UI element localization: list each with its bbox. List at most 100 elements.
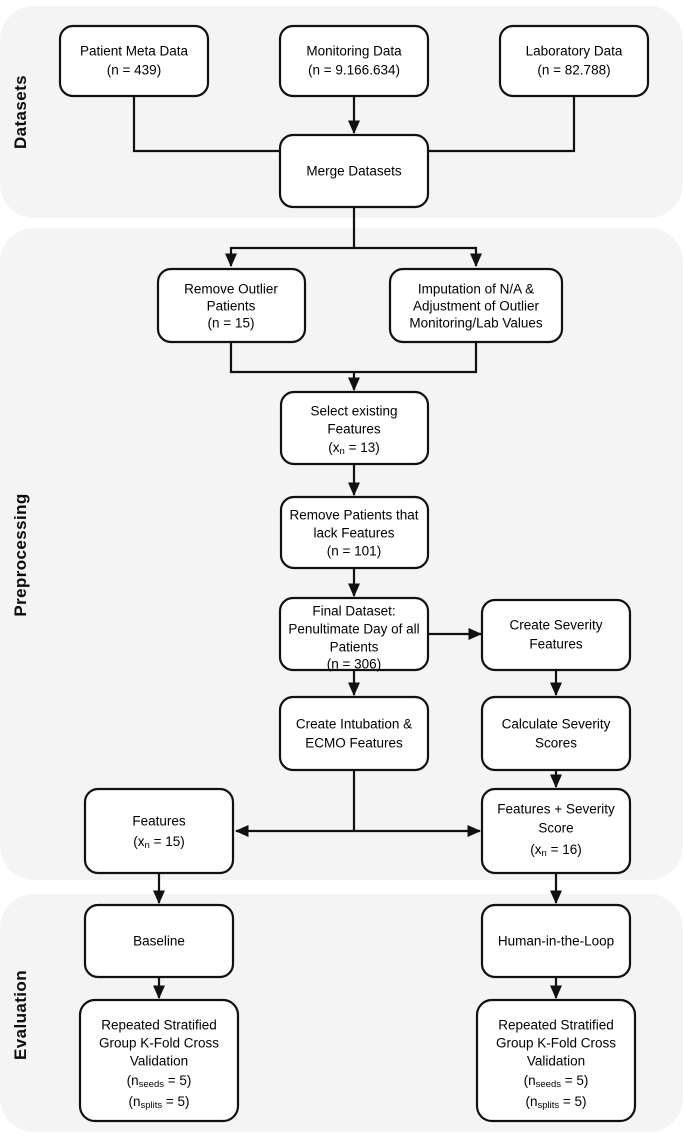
node-line: (n = 101) bbox=[327, 544, 381, 559]
node-features-plus-severity-score[interactable]: Features + Severity Score (xn = 16) bbox=[480, 787, 632, 875]
node-line-subscripted: (nseeds = 5) bbox=[127, 1073, 192, 1090]
section-label-datasets: Datasets bbox=[11, 75, 30, 149]
node-line-sub: n bbox=[542, 848, 547, 859]
node-line-subscripted: (xn = 13) bbox=[328, 440, 379, 457]
node-box[interactable] bbox=[480, 787, 632, 875]
node-line-subscripted: (nsplits = 5) bbox=[525, 1094, 586, 1111]
node-line: Select existing bbox=[310, 404, 397, 419]
node-line: Validation bbox=[130, 1054, 188, 1069]
node-line-pre: (n bbox=[525, 1094, 537, 1109]
node-box[interactable] bbox=[480, 695, 632, 772]
node-line: Group K-Fold Cross bbox=[99, 1036, 219, 1051]
node-laboratory-data[interactable]: Laboratory Data (n = 82.788) bbox=[498, 24, 650, 98]
node-box[interactable] bbox=[279, 495, 430, 570]
node-imputation-adjustment[interactable]: Imputation of N/A & Adjustment of Outlie… bbox=[388, 267, 564, 344]
node-cross-validation-baseline[interactable]: Repeated Stratified Group K-Fold Cross V… bbox=[78, 998, 240, 1123]
edge-imputation-to-join bbox=[354, 342, 478, 374]
node-line: (n = 82.788) bbox=[537, 63, 610, 78]
node-merge-datasets[interactable]: Merge Datasets bbox=[278, 133, 430, 209]
node-box[interactable] bbox=[156, 267, 307, 344]
node-box[interactable] bbox=[278, 596, 430, 672]
node-line: Validation bbox=[527, 1054, 585, 1069]
node-line: Adjustment of Outlier bbox=[413, 299, 540, 314]
section-label-evaluation: Evaluation bbox=[11, 970, 30, 1060]
node-box[interactable] bbox=[279, 390, 430, 466]
node-line-post: = 15) bbox=[150, 834, 185, 849]
node-line: (n = 15) bbox=[208, 316, 255, 331]
node-line: (n = 439) bbox=[107, 63, 161, 78]
node-line: Baseline bbox=[133, 934, 185, 949]
flow-edges bbox=[132, 96, 576, 1000]
edge-split-to-remove-outlier bbox=[224, 246, 354, 268]
node-line: Remove Patients that bbox=[289, 508, 418, 523]
node-line-pre: (n bbox=[524, 1073, 536, 1088]
node-box[interactable] bbox=[58, 24, 210, 98]
node-box[interactable] bbox=[480, 598, 632, 672]
node-box[interactable] bbox=[278, 133, 430, 209]
node-cross-validation-hitl[interactable]: Repeated Stratified Group K-Fold Cross V… bbox=[475, 998, 637, 1123]
node-line-post: = 13) bbox=[345, 440, 380, 455]
node-line: Monitoring Data bbox=[306, 44, 402, 59]
node-line: lack Features bbox=[313, 526, 394, 541]
node-line: Patients bbox=[330, 640, 379, 655]
node-line-subscripted: (nseeds = 5) bbox=[524, 1073, 589, 1090]
node-line-subscripted: (nsplits = 5) bbox=[128, 1094, 189, 1111]
node-line: Score bbox=[538, 821, 573, 836]
node-final-dataset[interactable]: Final Dataset: Penultimate Day of all Pa… bbox=[278, 596, 430, 672]
node-human-in-the-loop[interactable]: Human-in-the-Loop bbox=[480, 903, 632, 979]
node-line: Final Dataset: bbox=[312, 604, 395, 619]
node-box[interactable] bbox=[480, 903, 632, 979]
node-create-intubation-ecmo-features[interactable]: Create Intubation & ECMO Features bbox=[278, 695, 430, 772]
node-box[interactable] bbox=[78, 998, 240, 1123]
node-create-severity-features[interactable]: Create Severity Features bbox=[480, 598, 632, 672]
section-label-preprocessing: Preprocessing bbox=[11, 493, 30, 616]
node-line-sub: splits bbox=[140, 1100, 162, 1111]
node-line: Merge Datasets bbox=[306, 164, 402, 179]
node-box[interactable] bbox=[278, 24, 430, 98]
node-line: Remove Outlier bbox=[184, 282, 278, 297]
node-line-sub: splits bbox=[537, 1100, 559, 1111]
node-line-sub: n bbox=[340, 446, 345, 457]
node-box[interactable] bbox=[388, 267, 564, 344]
node-line: Create Intubation & bbox=[296, 717, 412, 732]
node-remove-outlier-patients[interactable]: Remove Outlier Patients (n = 15) bbox=[156, 267, 307, 344]
node-line-subscripted: (xn = 16) bbox=[530, 842, 581, 859]
node-patient-meta-data[interactable]: Patient Meta Data (n = 439) bbox=[58, 24, 210, 98]
node-box[interactable] bbox=[83, 903, 235, 979]
node-select-existing-features[interactable]: Select existing Features (xn = 13) bbox=[279, 390, 430, 466]
node-line-pre: (x bbox=[133, 834, 144, 849]
node-line: Laboratory Data bbox=[526, 44, 623, 59]
node-line-sub: seeds bbox=[139, 1079, 165, 1090]
edge-split-to-imputation bbox=[354, 246, 483, 268]
node-box[interactable] bbox=[498, 24, 650, 98]
node-line: Scores bbox=[535, 736, 577, 751]
section-labels: Datasets Preprocessing Evaluation bbox=[11, 75, 30, 1060]
node-monitoring-data[interactable]: Monitoring Data (n = 9.166.634) bbox=[278, 24, 430, 98]
node-line-post: = 5) bbox=[164, 1073, 191, 1088]
node-line: Group K-Fold Cross bbox=[496, 1036, 616, 1051]
node-line: (n = 306) bbox=[327, 657, 381, 672]
node-line: Imputation of N/A & bbox=[418, 282, 534, 297]
node-calculate-severity-scores[interactable]: Calculate Severity Scores bbox=[480, 695, 632, 772]
node-box[interactable] bbox=[475, 998, 637, 1123]
node-line: Human-in-the-Loop bbox=[498, 934, 614, 949]
node-line-pre: (x bbox=[328, 440, 339, 455]
node-line: Features bbox=[327, 422, 381, 437]
node-line-pre: (x bbox=[530, 842, 541, 857]
node-line: ECMO Features bbox=[305, 736, 403, 751]
node-line-sub: n bbox=[145, 840, 150, 851]
node-line: Penultimate Day of all bbox=[288, 622, 419, 637]
node-line-pre: (n bbox=[128, 1094, 140, 1109]
node-line-post: = 5) bbox=[561, 1073, 588, 1088]
node-baseline[interactable]: Baseline bbox=[83, 903, 235, 979]
node-line-pre: (n bbox=[127, 1073, 139, 1088]
node-box[interactable] bbox=[278, 695, 430, 772]
node-features[interactable]: Features (xn = 15) bbox=[83, 787, 235, 875]
node-remove-patients-lacking-features[interactable]: Remove Patients that lack Features (n = … bbox=[279, 495, 430, 570]
node-line: Calculate Severity bbox=[502, 717, 611, 732]
node-box[interactable] bbox=[83, 787, 235, 875]
node-line: (n = 9.166.634) bbox=[308, 63, 400, 78]
node-line: Patients bbox=[207, 299, 256, 314]
edge-remove-outlier-to-join bbox=[229, 342, 354, 374]
